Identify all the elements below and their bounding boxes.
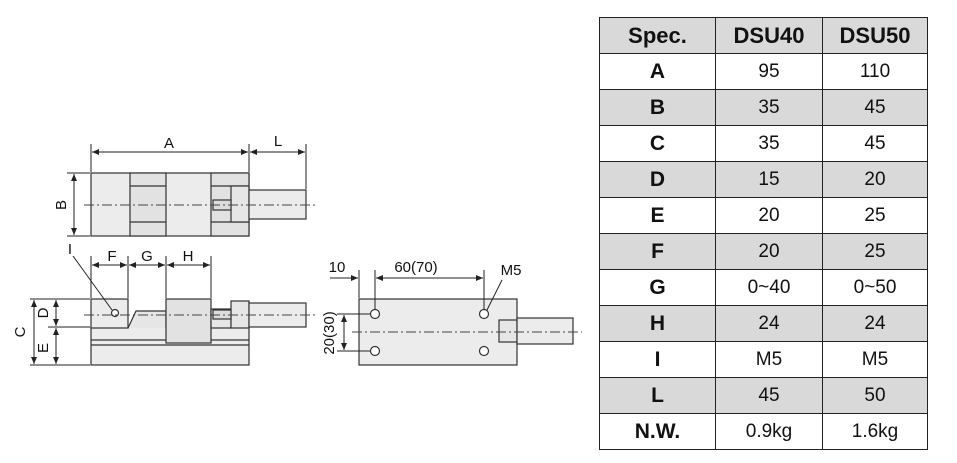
table-header-row: Spec. DSU40 DSU50 bbox=[599, 17, 928, 54]
dsu50-value: 45 bbox=[822, 89, 928, 126]
label-e: E bbox=[35, 343, 52, 353]
label-vertical: 20(30) bbox=[321, 311, 338, 354]
label-c: C bbox=[12, 326, 29, 337]
dimension-vertical-spacing bbox=[337, 313, 370, 352]
table-row: D 15 20 bbox=[599, 161, 928, 198]
dsu40-value: 35 bbox=[715, 89, 823, 126]
label-g: G bbox=[141, 248, 153, 265]
row-label: E bbox=[599, 197, 716, 234]
dsu50-value: 24 bbox=[822, 305, 928, 342]
label-i: I bbox=[68, 241, 72, 258]
dsu40-value: 15 bbox=[715, 161, 823, 198]
row-label: F bbox=[599, 233, 716, 270]
table-row: C 35 45 bbox=[599, 125, 928, 162]
dsu50-value: 0~50 bbox=[822, 269, 928, 306]
label-b: B bbox=[53, 200, 70, 210]
dsu50-value: 50 bbox=[822, 377, 928, 414]
table-row: H 24 24 bbox=[599, 305, 928, 342]
dsu40-value: 24 bbox=[715, 305, 823, 342]
dsu40-value: 45 bbox=[715, 377, 823, 414]
table-row: F 20 25 bbox=[599, 233, 928, 270]
row-label: N.W. bbox=[599, 413, 716, 450]
row-label: D bbox=[599, 161, 716, 198]
dsu40-value: 0.9kg bbox=[715, 413, 823, 450]
label-h: H bbox=[183, 248, 194, 265]
row-label: C bbox=[599, 125, 716, 162]
dsu50-value: 45 bbox=[822, 125, 928, 162]
table-row: E 20 25 bbox=[599, 197, 928, 234]
header-dsu50: DSU50 bbox=[822, 17, 928, 54]
dsu40-value: M5 bbox=[715, 341, 823, 378]
mount-hole bbox=[369, 308, 381, 320]
table-row: N.W. 0.9kg 1.6kg bbox=[599, 413, 928, 450]
dsu40-value: 35 bbox=[715, 125, 823, 162]
spec-table: Spec. DSU40 DSU50 A 95 110 B 35 45 C 35 … bbox=[599, 17, 928, 450]
dsu40-value: 20 bbox=[715, 197, 823, 234]
header-dsu40: DSU40 bbox=[715, 17, 823, 54]
table-row: B 35 45 bbox=[599, 89, 928, 126]
dimension-hole-spacing bbox=[330, 270, 485, 310]
dimension-a bbox=[90, 144, 250, 172]
dimension-cde bbox=[30, 298, 90, 366]
row-label: H bbox=[599, 305, 716, 342]
dsu40-value: 20 bbox=[715, 233, 823, 270]
row-label: I bbox=[599, 341, 716, 378]
table-row: A 95 110 bbox=[599, 53, 928, 90]
leader-i bbox=[72, 255, 113, 311]
dsu50-value: 20 bbox=[822, 161, 928, 198]
label-l: L bbox=[274, 133, 282, 150]
handle-shaft-bottom bbox=[516, 317, 574, 345]
label-spacing: 60(70) bbox=[394, 259, 437, 276]
dimension-l bbox=[250, 144, 307, 189]
label-thread: M5 bbox=[501, 262, 522, 279]
row-label: B bbox=[599, 89, 716, 126]
leader-m5 bbox=[486, 279, 503, 311]
dsu40-value: 95 bbox=[715, 53, 823, 90]
side-view bbox=[90, 298, 307, 366]
label-ten: 10 bbox=[329, 259, 346, 276]
dsu50-value: M5 bbox=[822, 341, 928, 378]
table-row: I M5 M5 bbox=[599, 341, 928, 378]
table-row: G 0~40 0~50 bbox=[599, 269, 928, 306]
header-spec: Spec. bbox=[599, 17, 716, 54]
dsu40-value: 0~40 bbox=[715, 269, 823, 306]
table-row: L 45 50 bbox=[599, 377, 928, 414]
mount-hole bbox=[478, 308, 490, 320]
row-label: A bbox=[599, 53, 716, 90]
dimension-b bbox=[67, 172, 90, 237]
label-d: D bbox=[35, 307, 52, 318]
label-a: A bbox=[164, 135, 174, 152]
dsu50-value: 25 bbox=[822, 197, 928, 234]
row-label: L bbox=[599, 377, 716, 414]
dimension-fgh bbox=[90, 256, 212, 298]
row-label: G bbox=[599, 269, 716, 306]
dsu50-value: 25 bbox=[822, 233, 928, 270]
mount-hole bbox=[369, 345, 381, 357]
dsu50-value: 1.6kg bbox=[822, 413, 928, 450]
mount-hole bbox=[478, 345, 490, 357]
dsu50-value: 110 bbox=[822, 53, 928, 90]
label-f: F bbox=[107, 248, 116, 265]
